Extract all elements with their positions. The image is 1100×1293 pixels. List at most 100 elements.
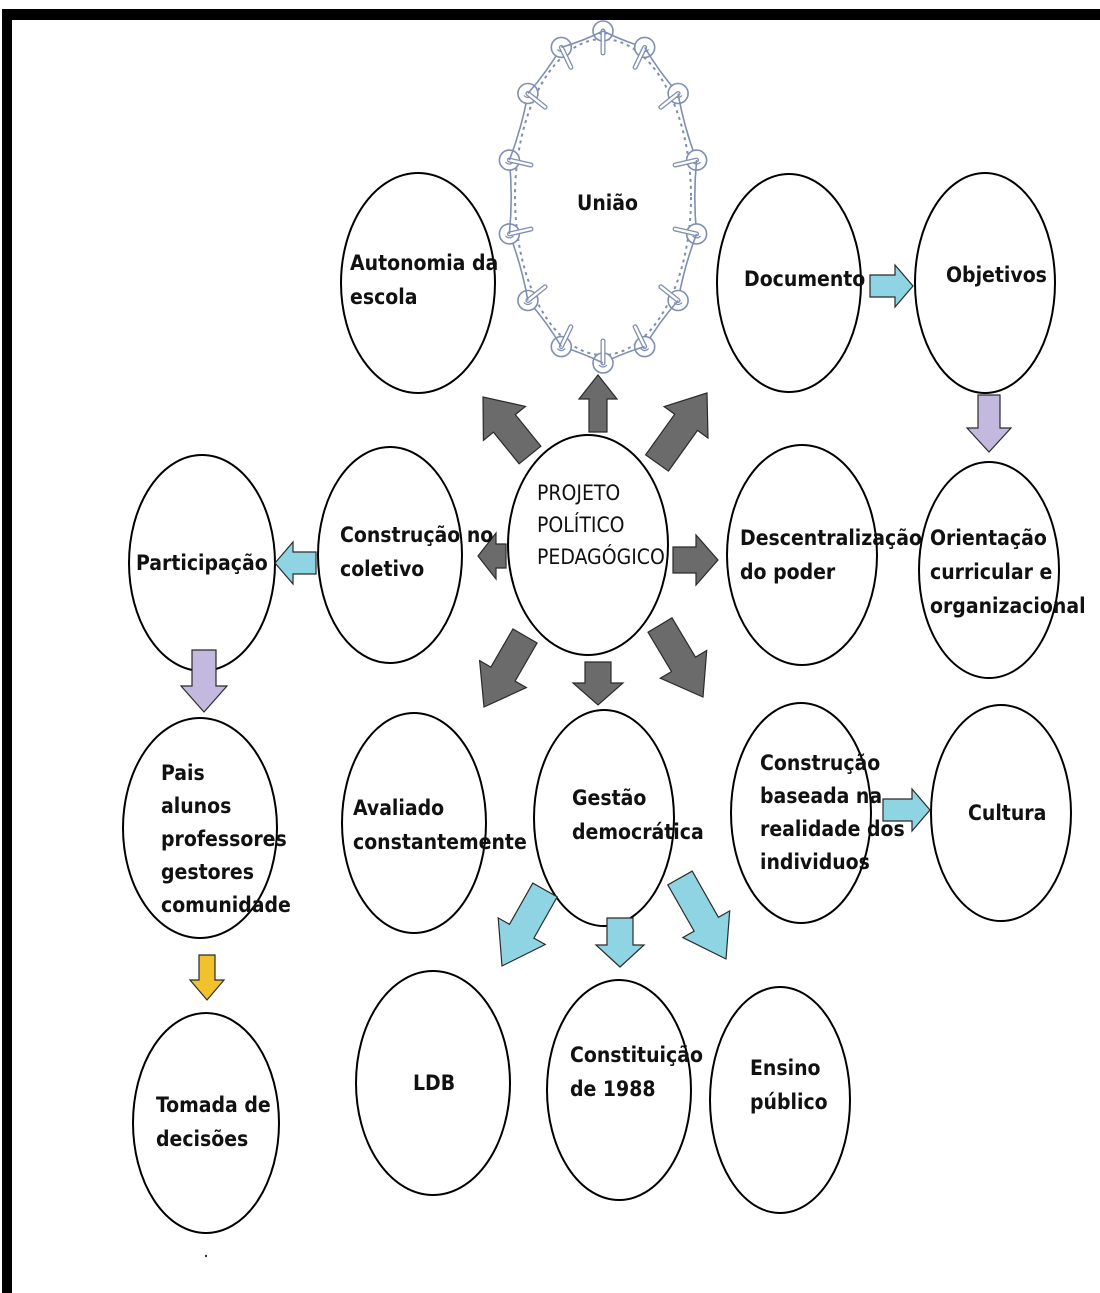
node-label-line: do poder	[740, 560, 836, 584]
node-label-objetivos: Objetivos	[946, 263, 1047, 287]
arrow-to-construcao-coletivo	[477, 531, 507, 581]
arrow-to-descentralizacao	[672, 533, 719, 587]
child-figure	[658, 82, 698, 161]
node-label-line: PROJETO	[537, 481, 620, 505]
node-label-line: Constituição	[570, 1043, 703, 1067]
node-circle-objetivos	[914, 172, 1056, 394]
child-figure	[498, 93, 534, 171]
stray-dot	[204, 1254, 208, 1258]
node-label-line: União	[577, 191, 638, 215]
arrow-to-uniao	[577, 374, 619, 433]
node-label-line: Descentralização	[740, 526, 922, 550]
arrow-documento-to-objetivos	[869, 263, 914, 309]
children-ring-illustration	[498, 20, 708, 374]
node-label-ldb: LDB	[413, 1071, 455, 1095]
node-label-line: Orientação	[930, 526, 1047, 550]
node-circle-ensino	[709, 986, 851, 1214]
arrow-realidade-to-cultura	[882, 787, 931, 833]
arrow-gestao-to-ldb	[497, 882, 559, 967]
node-label-line: Gestão	[572, 786, 646, 810]
node-label-line: individuos	[760, 850, 870, 874]
node-label-line: Construção	[760, 751, 880, 775]
node-label-construcao-baseada: Construção baseada na realidade dos individ…	[760, 751, 905, 874]
node-label-line: realidade dos	[760, 817, 905, 841]
node-circle-tomada	[132, 1012, 280, 1234]
node-label-line: constantemente	[353, 830, 527, 854]
arrow-to-avaliado	[478, 628, 538, 708]
node-label-line: Cultura	[968, 801, 1046, 825]
node-label-tomada: Tomada de decisões	[156, 1093, 271, 1151]
node-label-gestao: Gestão democrática	[572, 786, 704, 844]
arrow-gestao-to-constituicao	[594, 917, 646, 968]
child-figure	[632, 36, 679, 95]
arrow-pais-to-tomada	[188, 954, 226, 1001]
child-figure	[550, 30, 604, 70]
node-label-line: democrática	[572, 820, 704, 844]
node-label-line: coletivo	[340, 557, 424, 581]
node-label-orientacao: Orientação curricular e organizacional	[930, 526, 1086, 618]
node-label-line: Objetivos	[946, 263, 1047, 287]
arrow-to-construcao-baseada	[647, 616, 708, 698]
node-label-line: alunos	[161, 794, 231, 818]
arrow-participacao-to-pais	[179, 649, 229, 713]
node-label-autonomia: Autonomia da escola	[350, 251, 498, 309]
node-circle-constituicao	[546, 979, 692, 1201]
node-label-construcao-coletivo: Construção no coletivo	[340, 523, 493, 581]
node-label-line: escola	[350, 285, 417, 309]
arrow-to-gestao	[571, 661, 625, 706]
node-circle-ldb	[355, 970, 511, 1196]
arrow-to-autonomia	[482, 396, 542, 465]
arrows-layer	[179, 263, 1013, 1001]
node-label-cultura: Cultura	[968, 801, 1046, 825]
arrow-coletivo-to-participacao	[274, 540, 317, 586]
child-figure	[644, 284, 689, 348]
arrow-to-documento	[644, 392, 709, 472]
node-circle-avaliado	[341, 712, 487, 934]
node-label-line: comunidade	[161, 893, 291, 917]
node-label-line: curricular e	[930, 560, 1052, 584]
node-label-line: de 1988	[570, 1077, 656, 1101]
arrow-gestao-to-ensino	[666, 870, 731, 960]
node-label-line: POLÍTICO	[537, 512, 625, 537]
node-label-pais: Pais alunos professores gestores comunidade	[161, 761, 291, 917]
node-circle-projeto	[507, 434, 669, 656]
node-label-line: Documento	[744, 267, 865, 291]
node-label-line: professores	[161, 827, 287, 851]
node-circle-gestao	[533, 709, 675, 927]
node-circle-construcao-coletivo	[317, 446, 463, 664]
node-label-projeto: PROJETO POLÍTICO PEDAGÓGICO	[537, 481, 665, 569]
child-figure	[517, 46, 562, 110]
node-label-constituicao: Constituição de 1988	[570, 1043, 703, 1101]
node-label-line: Pais	[161, 761, 205, 785]
node-label-line: Ensino	[750, 1056, 821, 1080]
node-circle-construcao-baseada	[730, 702, 872, 924]
arrow-objetivos-to-orientacao	[965, 394, 1013, 453]
node-label-documento: Documento	[744, 267, 865, 291]
child-figure	[602, 324, 656, 364]
node-circle-documento	[716, 173, 862, 393]
node-label-line: baseada na	[760, 784, 882, 808]
node-label-participacao: Participação	[136, 551, 268, 575]
node-circle-cultura	[930, 704, 1072, 922]
node-label-line: gestores	[161, 860, 254, 884]
node-circle-descentralizacao	[726, 444, 878, 666]
node-circle-pais	[122, 717, 278, 939]
node-label-descentralizacao: Descentralização do poder	[740, 526, 922, 584]
node-label-line: Avaliado	[353, 796, 444, 820]
node-label-avaliado: Avaliado constantemente	[353, 796, 527, 854]
node-label-uniao: União	[577, 191, 638, 215]
node-label-line: PEDAGÓGICO	[537, 544, 665, 569]
node-label-line: organizacional	[930, 594, 1086, 618]
node-label-line: Participação	[136, 551, 268, 575]
node-circle-autonomia	[340, 172, 496, 394]
child-figure	[561, 338, 614, 374]
node-label-line: Construção no	[340, 523, 493, 547]
node-label-line: decisões	[156, 1127, 248, 1151]
node-label-line: Tomada de	[156, 1093, 271, 1117]
node-circle-orientacao	[918, 461, 1060, 679]
node-label-line: Autonomia da	[350, 251, 498, 275]
node-label-line: LDB	[413, 1071, 455, 1095]
